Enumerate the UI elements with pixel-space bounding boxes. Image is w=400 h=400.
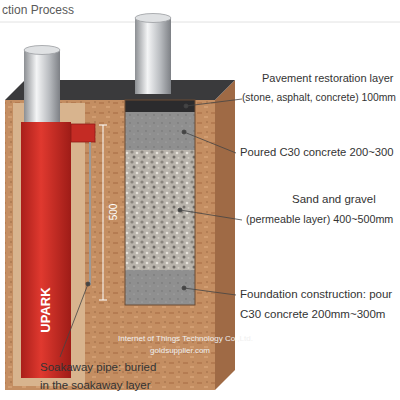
leader-dot — [182, 286, 186, 290]
dimension-label: 500 — [108, 204, 120, 221]
watermark: Internet of Things Technology Co.,Ltd. — [118, 334, 253, 344]
leader-line — [60, 284, 88, 357]
layer-label: Foundation construction: pour — [240, 288, 392, 302]
leader-line — [186, 99, 242, 106]
bollard-shaft — [13, 103, 85, 386]
leader-dot — [182, 130, 186, 134]
dimension-tick — [99, 125, 107, 126]
layer-label: (permeable layer) 400~500mm — [246, 213, 393, 226]
soakaway-pipe — [89, 142, 91, 285]
pavement-layer — [125, 100, 195, 112]
concrete-layer — [125, 112, 195, 150]
watermark: goldsupplier.com — [150, 346, 210, 356]
leader-line — [180, 210, 242, 220]
dimension-line — [103, 125, 104, 300]
dimension-tick — [99, 300, 107, 301]
layer-label: C30 concrete 200mm~300m — [240, 308, 385, 322]
title-text: ction Process — [2, 3, 74, 17]
bollard-sleeve — [24, 50, 60, 126]
control-box — [71, 124, 95, 142]
gravel-layer — [125, 150, 195, 270]
soil-side — [215, 80, 235, 390]
layer-label: Poured C30 concrete 200~300 — [240, 146, 394, 160]
brand-logo: UPARK — [38, 287, 54, 332]
leader-line — [184, 288, 236, 295]
leader-dot — [184, 104, 188, 108]
foundation-layer — [125, 270, 195, 305]
bollard-cap — [24, 46, 60, 55]
bollard-raised — [135, 18, 171, 94]
leader-dot — [86, 282, 90, 286]
pipe-label: Soakaway pipe: buried — [40, 361, 156, 375]
bollard-housing — [21, 122, 71, 378]
layer-label: Pavement restoration layer — [262, 72, 393, 85]
layer-label: Sand and gravel — [292, 193, 376, 207]
layer-label: (stone, asphalt, concrete) 100mm — [242, 92, 396, 104]
leader-dot — [178, 208, 182, 212]
pit-outline — [125, 100, 195, 305]
bollard-cap — [135, 14, 171, 23]
header-rule — [0, 22, 400, 23]
soil-front — [5, 100, 215, 390]
leader-line — [184, 132, 236, 153]
pipe-label: in the soakaway layer — [40, 379, 151, 393]
